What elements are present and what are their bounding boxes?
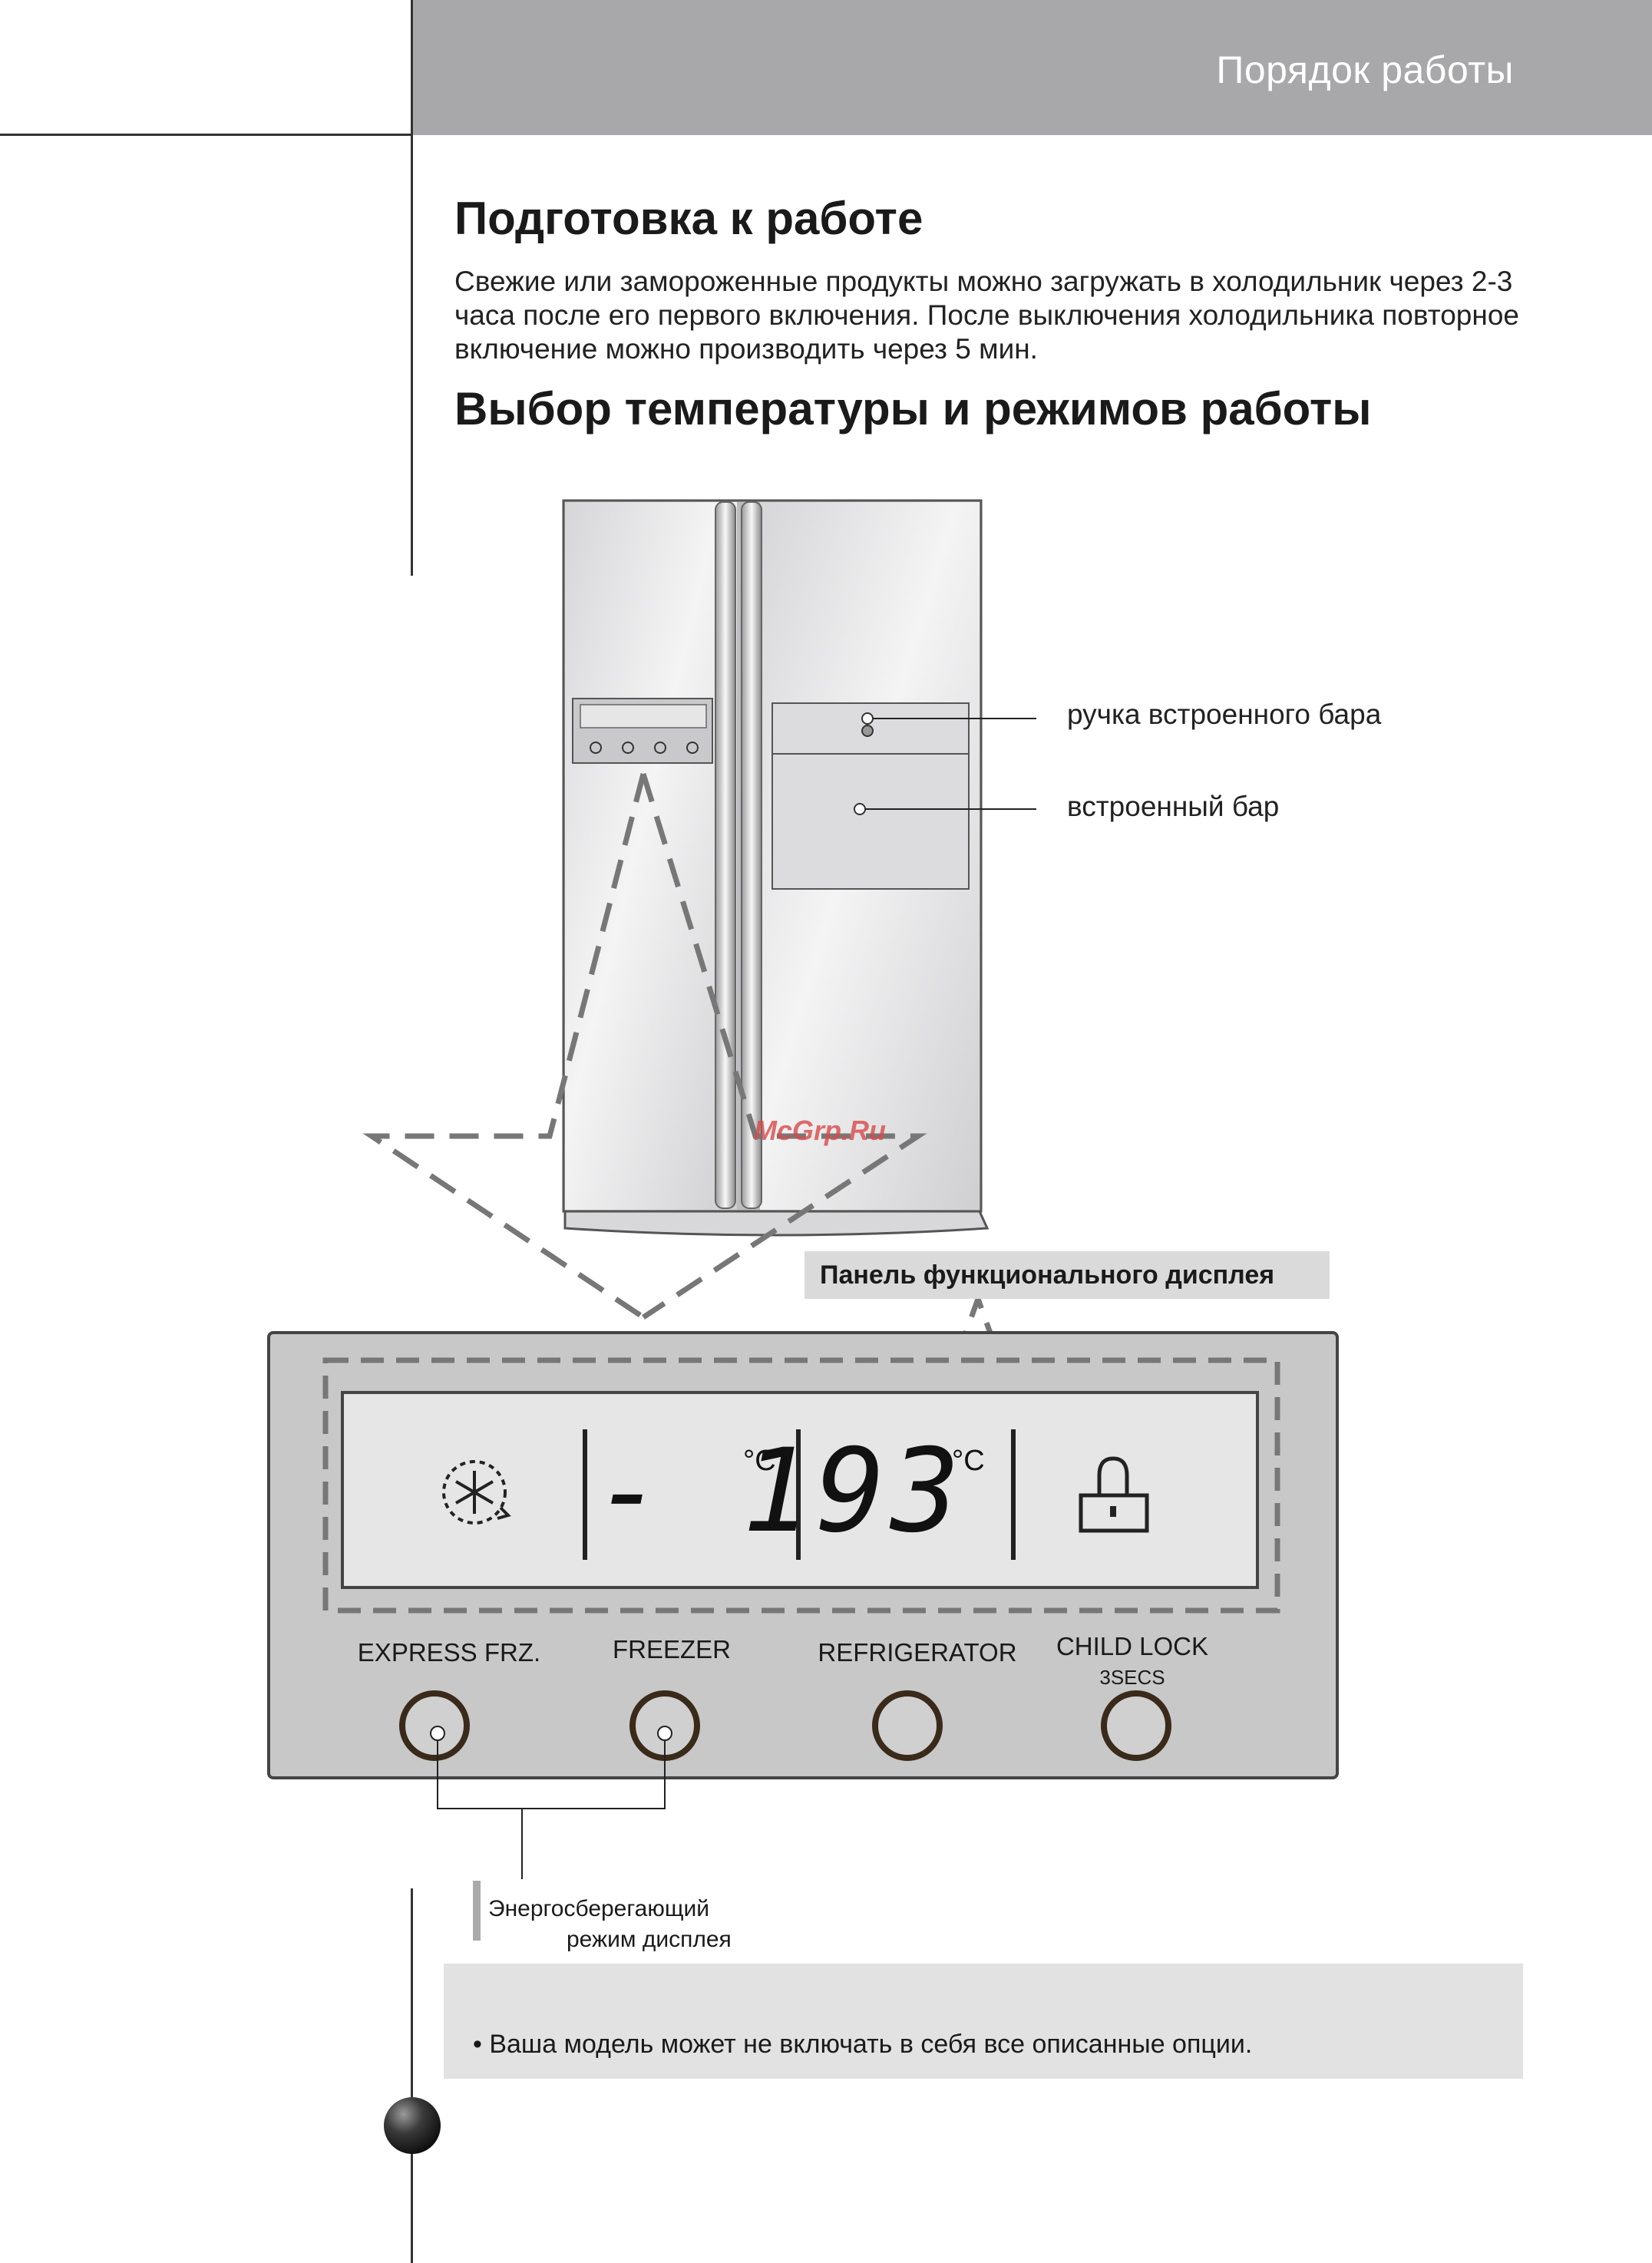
fridge-temp-unit: °C bbox=[952, 1445, 985, 1477]
note-text: • Ваша модель может не включать в себя в… bbox=[473, 2030, 1253, 2059]
margin-rule-top bbox=[411, 0, 413, 576]
note-box bbox=[444, 1964, 1523, 2079]
fridge-temp-readout: 3 bbox=[890, 1425, 960, 1558]
freezer-temp-readout: - 19 bbox=[594, 1425, 890, 1558]
express-frz-label: EXPRESS FRZ. bbox=[357, 1638, 541, 1667]
fridge bbox=[562, 499, 1036, 1237]
function-panel bbox=[267, 1331, 1339, 1779]
energy-saving-marker bbox=[473, 1881, 481, 1941]
snowflake-icon bbox=[442, 1460, 511, 1525]
child-lock-label: CHILD LOCK bbox=[1056, 1632, 1209, 1660]
energy-saving-bracket bbox=[437, 1741, 666, 1879]
preparation-paragraph: Свежие или замороженные продукты можно з… bbox=[454, 266, 1519, 365]
label-bar-handle: ручка встроенного бара bbox=[1067, 699, 1382, 730]
page-bullet-icon bbox=[384, 2097, 441, 2154]
section-title: Порядок работы bbox=[1216, 48, 1514, 91]
refrigerator-button[interactable] bbox=[872, 1690, 943, 1761]
express-frz-button[interactable] bbox=[399, 1690, 470, 1761]
header-band bbox=[411, 0, 1652, 135]
child-lock-button[interactable] bbox=[1101, 1690, 1171, 1761]
label-home-bar: встроенный бар bbox=[1067, 791, 1280, 822]
lock-icon bbox=[1079, 1456, 1149, 1533]
energy-saving-caption-2: режим дисплея bbox=[567, 1927, 732, 1952]
freezer-temp-unit: °C bbox=[743, 1445, 776, 1477]
panel-caption: Панель функционального дисплея bbox=[820, 1260, 1275, 1290]
heading-temperature: Выбор температуры и режимов работы bbox=[454, 383, 1372, 434]
energy-saving-caption-1: Энергосберегающий bbox=[488, 1896, 710, 1921]
heading-preparation: Подготовка к работе bbox=[454, 193, 923, 244]
freezer-label: FREEZER bbox=[612, 1635, 731, 1663]
margin-rule-bottom bbox=[411, 1888, 413, 2263]
watermark: McGrp.Ru bbox=[754, 1115, 887, 1146]
child-lock-duration: 3SECS bbox=[1099, 1666, 1165, 1689]
header-rule bbox=[0, 134, 413, 136]
freezer-button[interactable] bbox=[629, 1690, 700, 1761]
refrigerator-label: REFRIGERATOR bbox=[818, 1638, 1017, 1667]
panel-caption-box bbox=[805, 1251, 1330, 1299]
